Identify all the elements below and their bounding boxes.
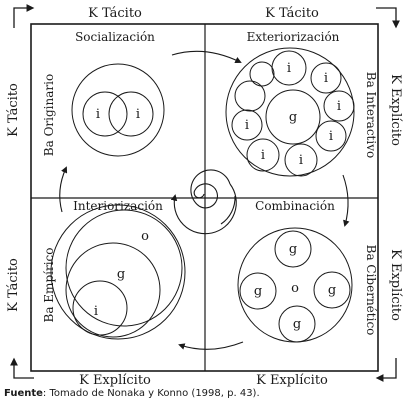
group-circle-right — [313, 271, 351, 309]
individual-label: i — [94, 304, 98, 319]
individual-circle — [246, 138, 280, 172]
corner-arrow-top-left — [13, 4, 35, 28]
source-caption: Fuente: Tomado de Nonaka y Konno (1998, … — [4, 388, 260, 399]
individual-label: i — [324, 71, 328, 86]
group-label: g — [289, 242, 297, 257]
originating-ba-outer-circle — [71, 63, 165, 157]
cycle-arrow-socialization-to-externalization — [171, 50, 242, 63]
corner-arrow-bottom-right — [375, 358, 397, 382]
label-left-top: K Tácito — [6, 83, 21, 137]
ba-label-originating: Ba Originario — [42, 74, 56, 156]
source-label: Fuente — [4, 388, 43, 399]
group-circle — [65, 242, 161, 338]
label-bottom-right: K Explícito — [256, 373, 328, 388]
individual-circle — [284, 143, 318, 177]
individual-circle-right — [108, 91, 154, 137]
quadrant-title-externalization: Exteriorización — [247, 30, 340, 44]
ba-label-exercising: Ba Empírico — [42, 248, 56, 323]
individual-circle — [231, 109, 263, 141]
individual-label: i — [245, 118, 249, 133]
group-circle — [265, 89, 321, 145]
interacting-ba-outer-circle — [225, 47, 355, 177]
group-circle-top — [274, 230, 312, 268]
group-label: g — [117, 267, 125, 282]
ba-label-interacting: Ba Interactivo — [364, 72, 378, 158]
quadrant-title-socialization: Socialización — [75, 30, 155, 44]
individual-circle — [315, 120, 347, 152]
organization-circle — [65, 209, 183, 327]
individual-label: i — [329, 129, 333, 144]
quadrant-title-internalization: Interiorización — [73, 199, 163, 213]
label-left-bottom: K Tácito — [6, 258, 21, 312]
corner-arrow-bottom-left — [10, 357, 34, 379]
individual-circle — [310, 62, 342, 94]
individual-circle — [249, 61, 275, 87]
quadrant-title-combination: Combinación — [255, 199, 335, 213]
group-label: g — [289, 110, 297, 125]
label-top-left: K Tácito — [88, 6, 142, 21]
individual-label: i — [337, 99, 341, 114]
cycle-arrow-externalization-to-combination — [342, 174, 350, 227]
group-label: g — [293, 317, 301, 332]
label-right-top: K Explícito — [388, 74, 403, 146]
individual-circle — [72, 280, 128, 336]
group-label: g — [328, 283, 336, 298]
label-right-bottom: K Explícito — [388, 249, 403, 321]
exercising-ba-outer-circle — [50, 204, 186, 340]
label-bottom-left: K Explícito — [79, 373, 151, 388]
individual-label: i — [287, 61, 291, 76]
organization-label: o — [141, 229, 149, 244]
group-circle-left — [239, 272, 277, 310]
group-label: g — [254, 284, 262, 299]
organization-label: o — [291, 281, 299, 296]
source-text: : Tomado de Nonaka y Konno (1998, p. 43)… — [42, 388, 260, 399]
knowledge-spiral — [170, 169, 237, 235]
individual-label: i — [96, 107, 100, 122]
individual-label: i — [136, 107, 140, 122]
individual-circle — [323, 90, 355, 122]
cycle-arrow-internalization-to-socialization — [59, 166, 68, 213]
individual-circle-left — [82, 91, 128, 137]
individual-label: i — [299, 153, 303, 168]
label-top-right: K Tácito — [265, 6, 319, 21]
cycle-arrow-combination-to-internalization — [178, 341, 244, 350]
corner-arrow-top-right — [376, 7, 400, 29]
individual-label: i — [261, 148, 265, 163]
individual-circle — [234, 80, 266, 112]
ba-label-cyber: Ba Cibernético — [364, 245, 378, 336]
group-circle-bottom — [278, 305, 316, 343]
